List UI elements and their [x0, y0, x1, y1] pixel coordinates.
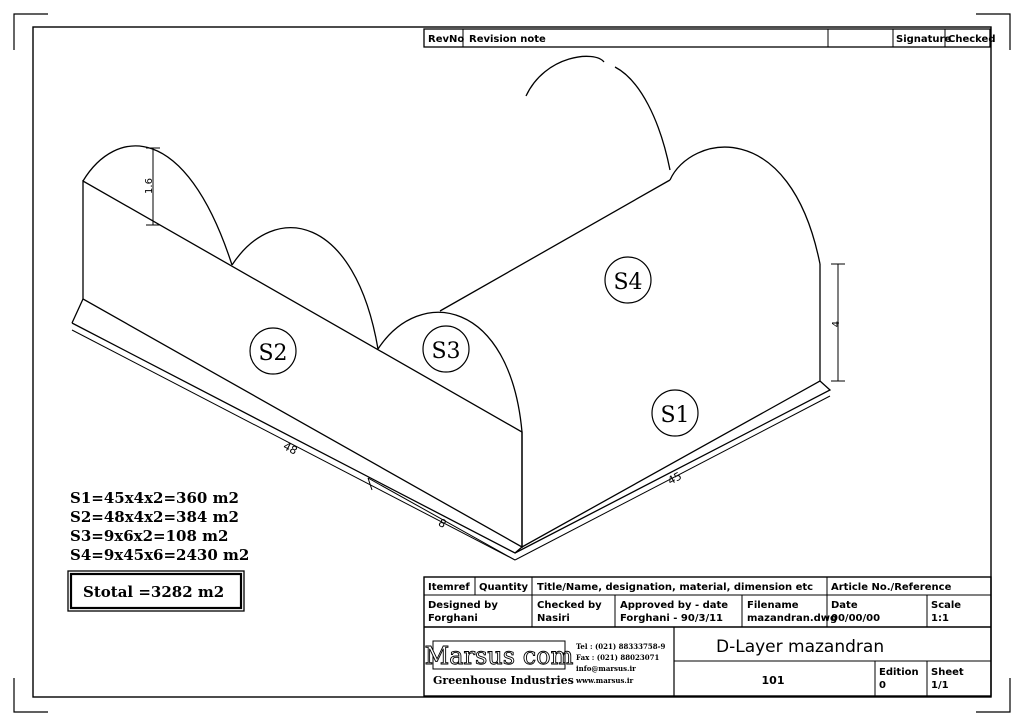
scale-value: 1:1 [931, 613, 949, 624]
drawing-frame [32, 26, 992, 698]
drawing-title: D-Layer mazandran [716, 637, 884, 657]
label-s4: S4 [613, 270, 642, 295]
right-wall [521, 264, 821, 549]
quantity-header: Quantity [479, 582, 528, 593]
scale-label: Scale [931, 600, 961, 611]
company-logo: Marsus com [425, 642, 574, 670]
dim-arch-height: 1.6 [144, 178, 155, 194]
title-block [423, 576, 992, 697]
crop-marks [13, 13, 1011, 713]
approved-by-label: Approved by - date [620, 600, 728, 611]
edition-value: 0 [879, 680, 886, 691]
dim-span-line [367, 477, 516, 561]
label-s1-circle [651, 389, 699, 437]
rev-no-header: RevNo [428, 34, 464, 45]
company-subtitle: Greenhouse Industries [433, 674, 574, 687]
roof-ridge [439, 179, 671, 312]
designed-by-value: Forghani [428, 613, 478, 624]
calc-s4: S4=9x45x6=2430 m2 [70, 546, 249, 564]
filename-value: mazandran.dwg [747, 613, 837, 624]
label-s3: S3 [431, 339, 460, 364]
date-value: 00/00/00 [831, 613, 880, 624]
surface-labels: S2 S3 S4 S1 [249, 256, 699, 437]
arch-s3 [377, 311, 523, 433]
dim-length-left: 48 [281, 440, 299, 458]
area-calculations: S1=45x4x2=360 m2 S2=48x4x2=384 m2 S3=9x6… [70, 489, 249, 564]
dim-length-right: 45 [666, 470, 684, 488]
total-box: Stotal =3282 m2 [67, 570, 245, 612]
revision-block: RevNo Revision note Signature Checked [423, 28, 996, 48]
dim-arch-height-line [146, 147, 160, 226]
approved-by-value: Forghani - 90/3/11 [620, 613, 723, 624]
company-email: info@marsus.ir [576, 664, 636, 673]
greenhouse-drawing [71, 55, 845, 561]
arch-left-2 [231, 227, 379, 350]
edition-label: Edition [879, 667, 919, 678]
title-block-text: Itemref Quantity Title/Name, designation… [424, 582, 964, 691]
sheet-label: Sheet [931, 667, 964, 678]
designed-by-label: Designed by [428, 600, 498, 611]
dim-length-left-line [71, 329, 516, 561]
footing-right [514, 380, 832, 554]
total-area: Stotal =3282 m2 [83, 583, 224, 601]
checked-by-label: Checked by [537, 600, 602, 611]
label-s4-circle [604, 256, 652, 304]
arch-back [669, 146, 821, 265]
company-fax: Fax : (021) 88023071 [576, 653, 660, 662]
title-header: Title/Name, designation, material, dimen… [537, 582, 813, 593]
arch-top-partial [525, 55, 671, 171]
filename-label: Filename [747, 600, 799, 611]
dim-length-right-line [514, 395, 831, 561]
article-header: Article No./Reference [831, 582, 952, 593]
revision-note-header: Revision note [469, 34, 546, 45]
drawing-number: 101 [762, 674, 785, 687]
company-web: www.marsus.ir [575, 676, 634, 685]
label-s2-circle [249, 327, 297, 375]
signature-header: Signature [896, 34, 951, 45]
calc-s2: S2=48x4x2=384 m2 [70, 508, 239, 526]
checked-header: Checked [948, 34, 996, 45]
dim-wall-height: 4 [831, 321, 842, 327]
dim-wall-height-line [831, 263, 845, 382]
date-label: Date [831, 600, 858, 611]
arch-left-1 [82, 145, 233, 266]
calc-s1: S1=45x4x2=360 m2 [70, 489, 239, 507]
sheet-value: 1/1 [931, 680, 949, 691]
company-tel: Tel : (021) 88333758-9 [576, 642, 666, 651]
label-s1: S1 [660, 403, 689, 428]
checked-by-value: Nasiri [537, 613, 570, 624]
label-s3-circle [422, 325, 470, 373]
itemref-header: Itemref [428, 582, 470, 593]
calc-s3: S3=9x6x2=108 m2 [70, 527, 228, 545]
company-logo-frame [432, 640, 566, 670]
label-s2: S2 [258, 341, 287, 366]
